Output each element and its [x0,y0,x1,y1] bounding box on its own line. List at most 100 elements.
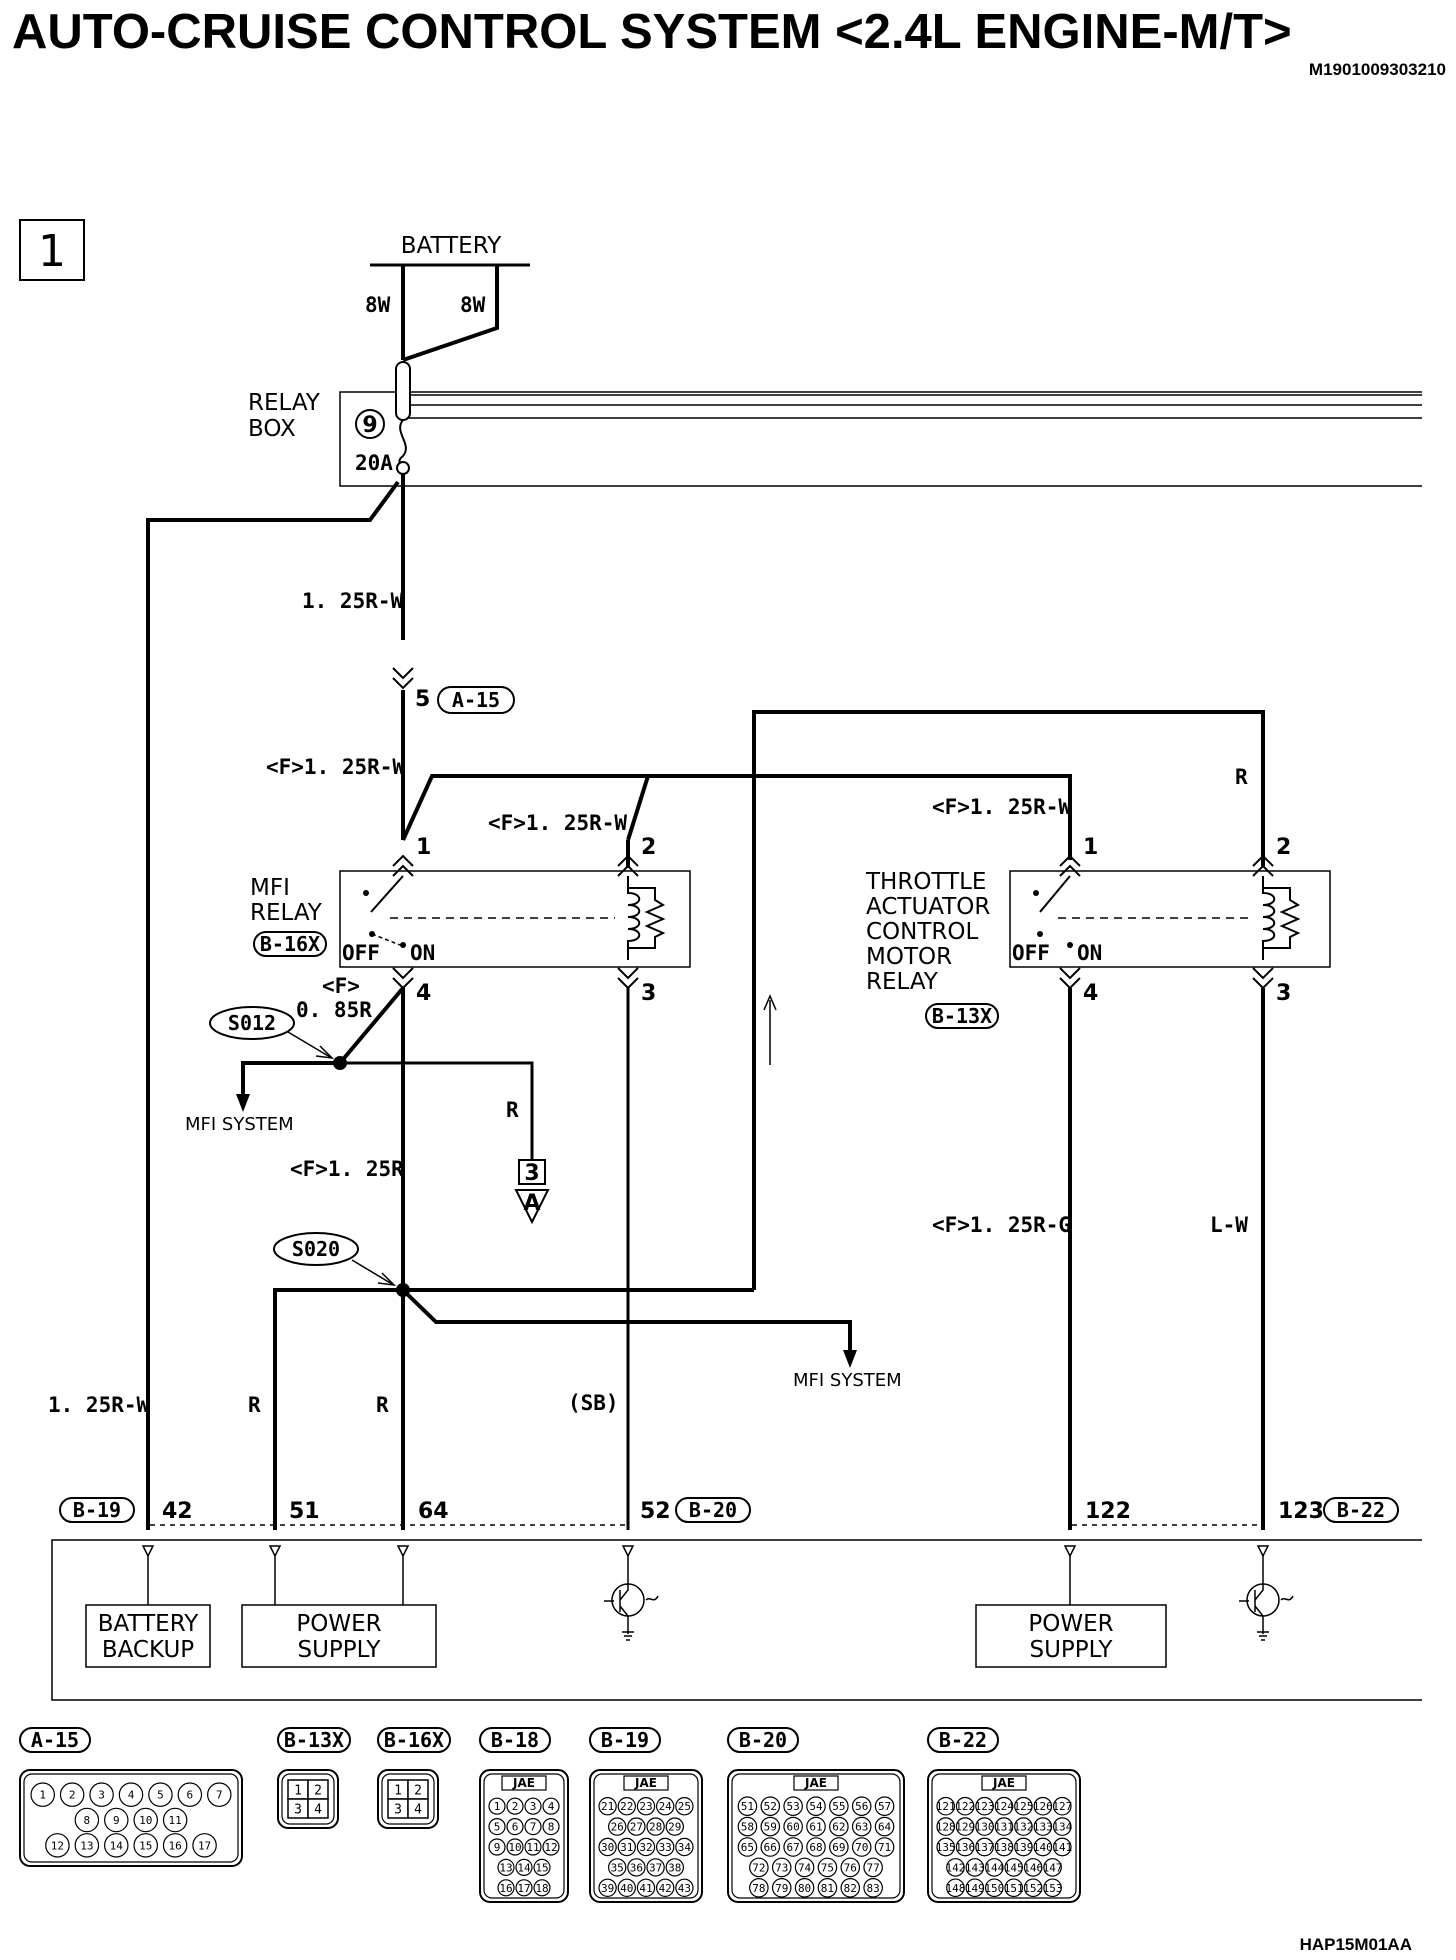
connector-pin-hole [488,1817,506,1836]
connector-pin: 152 [1023,1882,1043,1895]
connector-pin: 132 [1013,1821,1033,1834]
ecu-pin-42: 42 [162,1499,193,1524]
document-id: M1901009303210 [1309,60,1446,79]
connector-pin-hole [946,1858,965,1877]
connector-pin: 78 [752,1882,765,1895]
b22-connector-label: B-22 [1337,1498,1385,1522]
connector-pin-hole [737,1816,758,1837]
mfi-relay-connector: B-16X [260,932,320,956]
connector-pin: 57 [878,1800,891,1813]
connector-pin: 14 [517,1861,531,1874]
pin51-wire-label: R [248,1393,261,1417]
connector-pin: 139 [1013,1841,1033,1854]
connector-pin-hole [646,1858,665,1877]
connector-pin: 11 [526,1841,539,1854]
s012-wire-label: 0. 85R [296,998,372,1022]
connector-view-label: A-15 [31,1728,79,1752]
connector-pin: 5 [157,1789,164,1802]
s020-pointer [351,1259,393,1285]
connector-pin-hole [497,1858,515,1877]
connector-pin-hole [955,1817,975,1836]
connector-pin: 127 [1052,1800,1072,1813]
connector-pin: 2 [512,1800,519,1813]
connector-pin-hole [936,1817,956,1836]
connector-pin-hole [488,1797,506,1815]
connector-pin-hole [665,1817,685,1836]
throttle-switch-pivot [1033,890,1039,896]
connector-pin: 17 [517,1882,530,1895]
connector-pin: 17 [198,1839,211,1852]
connector-pin: 6 [187,1789,194,1802]
connector-chevron [392,667,414,690]
connector-pin: 121 [936,1800,956,1813]
connector-pin: 40 [620,1882,633,1895]
connector-pin: 68 [809,1841,822,1854]
arrow-up-icon [763,994,777,1011]
connector-view-jae: JAE [512,1776,535,1790]
connector-pin: 14 [110,1839,124,1852]
connector-pin: 31 [620,1841,633,1854]
throttle-pin3-chevron [1252,967,1274,990]
s012-pointer [287,1031,331,1058]
connector-view-tag [927,1727,999,1753]
connector-pin: 143 [965,1861,985,1874]
throttle-pin3-wire-label: L-W [1210,1213,1248,1237]
connector-pin: 73 [775,1861,788,1874]
connector-pin-hole [192,1833,217,1858]
throttle-relay-box [1009,870,1331,968]
mfi-pin2-chevron [617,854,639,877]
connector-pin-hole [675,1796,694,1816]
mfi-system-arrow-icon-2 [843,1350,857,1368]
connector-pin-hole [749,1878,769,1898]
connector-pin: 81 [821,1882,834,1895]
connector-pin-cell [307,1798,329,1819]
throttle-on-contact [1067,942,1073,948]
fuse-rating: 20A [355,451,393,475]
throttle-diode-resistor-icon [1263,887,1301,949]
connector-pin-hole [515,1879,533,1897]
mfi-system-label-1: MFI SYSTEM [185,1114,294,1135]
s012-pointer-arrow-icon [315,1045,335,1060]
connector-pin: 10 [508,1841,521,1854]
fuse-number: 9 [362,413,377,438]
connector-pin: 71 [878,1841,891,1854]
connector-view-jae-box [981,1775,1027,1791]
connector-pin: 131 [994,1821,1014,1834]
mfi-pin2-wire-label: <F>1. 25R-W [488,811,627,835]
connector-pin: 142 [945,1861,965,1874]
connector-pin: 65 [741,1841,754,1854]
connector-pin: 147 [1043,1861,1063,1874]
ecu-pin-terminals [141,1545,1270,1605]
mfi-switch-pivot [363,890,369,896]
connector-pin: 26 [611,1821,624,1834]
connector-pin: 141 [1052,1841,1072,1854]
connector-pin: 52 [764,1800,777,1813]
throttle-off-label: OFF [1012,941,1050,965]
connector-pin-hole [74,1833,100,1858]
s012-branch-wire [338,986,405,1065]
connector-pin: 134 [1052,1821,1072,1834]
s020-pointer-arrow-icon [377,1272,397,1287]
connector-pin-hole [59,1782,85,1807]
connector-pin-hole [636,1878,656,1898]
connector-pin-hole [783,1816,803,1837]
connector-pin-hole [598,1796,617,1816]
connector-pin: 9 [494,1841,501,1854]
connector-pin-hole [608,1817,627,1836]
relay-box-mask [1422,380,1456,490]
connector-pin-hole [749,1857,769,1878]
connector-pin-hole [984,1858,1004,1877]
connector-pin-hole [771,1878,792,1898]
connector-pin: 149 [965,1882,985,1895]
connector-pin-hole [783,1796,803,1816]
connector-pin-hole [851,1837,872,1857]
mfi-pin1-feed-wire [401,774,651,841]
connector-pin-hole [994,1796,1014,1816]
connector-pin: 56 [855,1800,868,1813]
connector-pin: 123 [975,1800,995,1813]
throttle-pin2-chevron [1252,854,1274,877]
connector-pin: 144 [984,1861,1004,1874]
connector-pin-hole [760,1837,781,1857]
